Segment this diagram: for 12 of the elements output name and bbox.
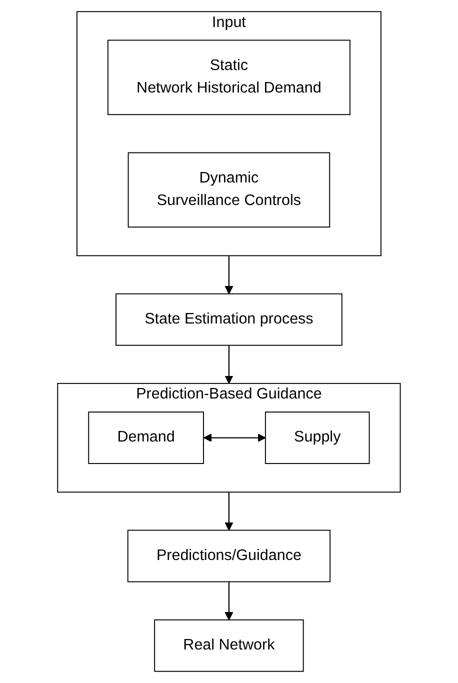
arrow <box>224 345 234 384</box>
arrow <box>204 434 266 442</box>
node-box: Demand <box>88 412 204 464</box>
arrow <box>224 492 234 531</box>
node-box: Real Network <box>154 619 304 672</box>
arrow <box>224 582 234 620</box>
node-box: State Estimation process <box>116 293 342 346</box>
node-box: Supply <box>265 412 370 464</box>
node-box: Predictions/Guidance <box>127 530 331 582</box>
node-box: Dynamic Surveillance Controls <box>128 152 330 228</box>
node-box: Static Network Historical Demand <box>108 40 350 116</box>
arrow <box>224 256 234 294</box>
